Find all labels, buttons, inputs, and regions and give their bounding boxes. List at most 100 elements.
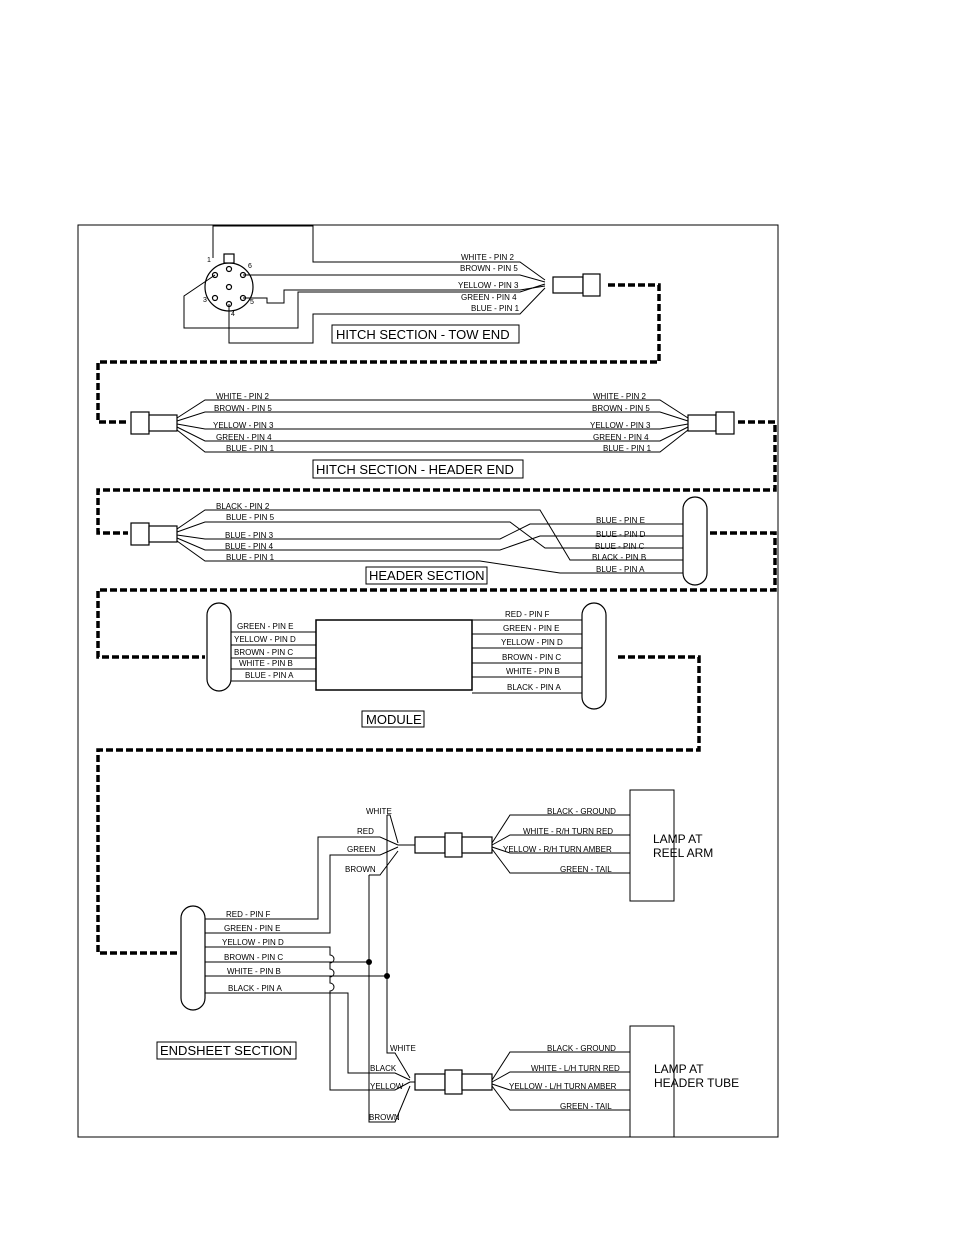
left-connector-cap [130,411,150,435]
socket-pin [211,294,219,302]
socket-pin-label: 6 [248,263,252,270]
wire-label: YELLOW - PIN 3 [458,281,519,290]
wire [176,521,683,549]
lamp-label: HEADER TUBE [654,1076,739,1090]
wire-label: BLUE - PIN E [596,516,645,525]
wire [491,1083,630,1091]
wire-label: WHITE - PIN 2 [461,253,514,262]
left-connector [148,525,178,543]
plug-connector-cap [582,273,601,297]
wire-label: YELLOW - PIN 3 [213,421,274,430]
wire-label: YELLOW - R/H TURN AMBER [503,845,612,854]
wire-label: BLACK - GROUND [547,807,616,816]
wire [176,523,683,540]
wire [205,992,411,1081]
section-label-box [365,566,488,585]
section-title-endsheet: ENDSHEET SECTION [160,1043,292,1058]
wire-label: GREEN - PIN E [224,924,280,933]
socket-key [223,253,235,264]
wire-label: WHITE - PIN B [506,667,560,676]
wire-label: BLUE - PIN A [596,565,645,574]
wire-label: BROWN - PIN 5 [214,404,272,413]
wire [386,815,411,1079]
lamp-label: LAMP AT [654,1062,704,1076]
socket-pin-label: 4 [231,311,235,318]
wire [491,1071,630,1083]
wire-label: BLACK - PIN 2 [216,502,270,511]
wire-label: WHITE [390,1044,416,1053]
socket-pin-label: 5 [250,299,254,306]
section-title-header-end: HITCH SECTION - HEADER END [316,462,514,477]
wire [369,850,399,876]
wire-label: WHITE - PIN 2 [216,392,269,401]
wire-label: BLACK - PIN A [228,984,282,993]
wire-label: GREEN - PIN 4 [461,293,517,302]
lamp-reel-arm [629,789,675,902]
wire [228,287,546,344]
section-label-box [312,459,524,479]
section-label-box [331,324,520,344]
wire-label: GREEN - PIN 4 [593,433,649,442]
socket-pin [225,283,233,291]
wire-label: YELLOW - PIN D [501,638,563,647]
header-tube-connector-right [461,1073,493,1091]
wire-label: GREEN [347,845,376,854]
wire-label: WHITE [366,807,392,816]
wire-label: BLACK - PIN B [592,553,646,562]
round-connector [682,496,708,586]
wire-label: BLUE - PIN 1 [226,444,275,453]
wire-label: RED - PIN F [505,610,550,619]
endsheet-group: RED - PIN F GREEN - PIN E YELLOW - PIN D… [156,789,739,1138]
wire [183,274,546,329]
wire-label: BLUE - PIN 4 [225,542,274,551]
header-end-group: WHITE - PIN 2 BROWN - PIN 5 YELLOW - PIN… [130,392,735,479]
section-title-module: MODULE [366,712,422,727]
socket-pin [225,265,233,273]
wire-label: GREEN - PIN 4 [216,433,272,442]
wire [243,274,546,283]
round-connector-left [206,602,232,692]
wire-label: BROWN - PIN C [502,653,561,662]
wire [205,836,399,920]
wire-label: BLACK - PIN A [507,683,561,692]
wire-label: BLUE - PIN 1 [471,304,520,313]
section-title-tow-end: HITCH SECTION - TOW END [336,327,510,342]
right-connector [687,414,717,432]
wire-label: BROWN - PIN 5 [592,404,650,413]
wire-label: BLUE - PIN 1 [226,553,275,562]
wire [176,540,683,574]
header-section-group: BLACK - PIN 2 BLUE - PIN 5 BLUE - PIN 3 … [130,496,708,586]
wire-label: GREEN - TAIL [560,865,612,874]
left-connector [148,414,178,432]
reel-arm-connector-right [461,836,493,854]
wire [176,535,683,551]
wire [212,225,546,281]
wire-label: WHITE - PIN B [239,659,293,668]
socket-pin-label: 3 [203,297,207,304]
lamp-label: REEL ARM [653,846,713,860]
wire [176,509,683,561]
plug-connector [552,276,584,294]
wire-label: GREEN - TAIL [560,1102,612,1111]
wire-label: YELLOW - PIN D [222,938,284,947]
module-group: GREEN - PIN E YELLOW - PIN D BROWN - PIN… [206,602,607,728]
wire [176,423,689,430]
wire [491,814,630,844]
wire-label: BLUE - PIN A [245,671,294,680]
wire [176,429,689,453]
wire-label: WHITE - L/H TURN RED [531,1064,620,1073]
wire-label: WHITE - R/H TURN RED [523,827,613,836]
wire-label: YELLOW - L/H TURN AMBER [509,1082,617,1091]
wire [368,875,411,1123]
section-label-box [156,1041,297,1060]
wire-label: RED [357,827,374,836]
wire-label: WHITE - PIN B [227,967,281,976]
wire-label: BROWN [369,1113,400,1122]
lamp-label: LAMP AT [653,832,703,846]
round-connector-endsheet [180,905,206,1011]
wire-label: BROWN [345,865,376,874]
wire [387,814,399,844]
wire-label: BLUE - PIN 5 [226,513,275,522]
wire-label: YELLOW - PIN 3 [590,421,651,430]
